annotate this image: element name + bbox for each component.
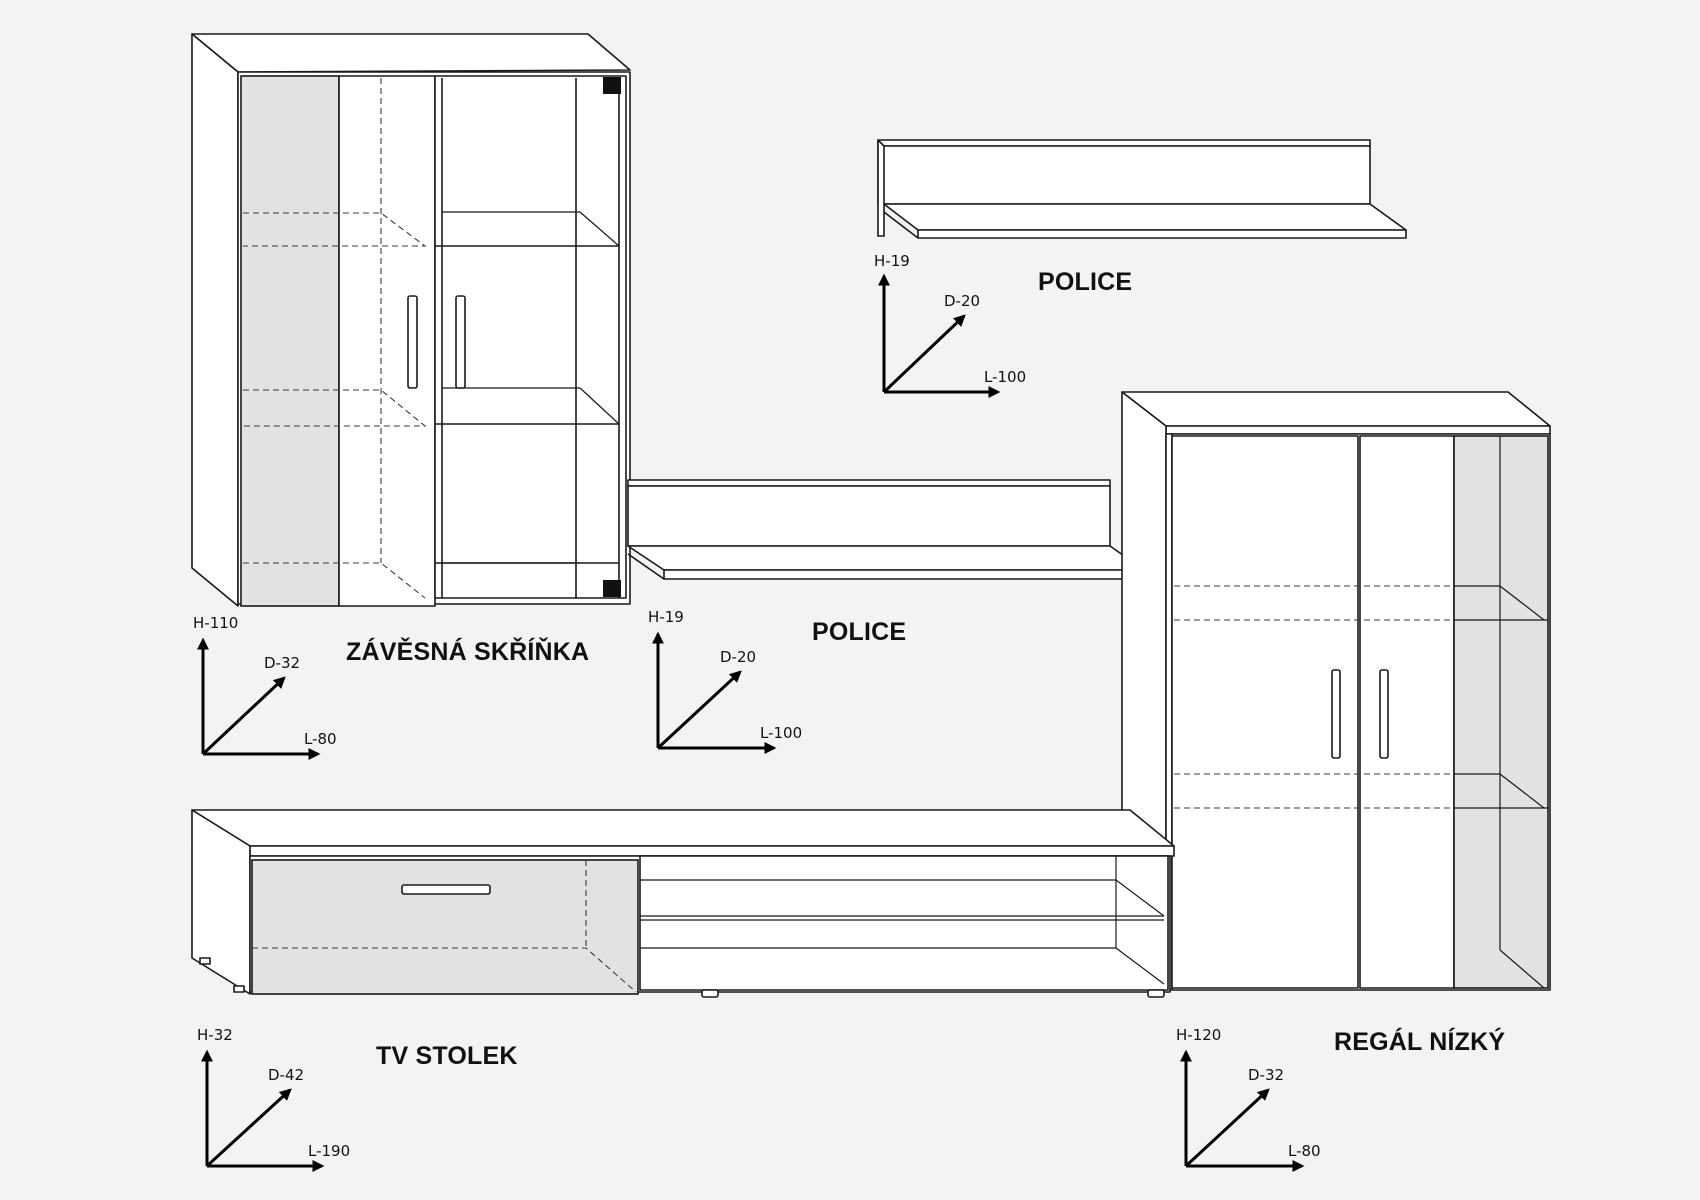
door-left <box>338 75 436 607</box>
foot <box>701 989 719 998</box>
dimension-axes-upper-shelf: H-19 D-20 L-100 <box>874 252 1026 398</box>
dim-height-label: H-19 <box>874 252 910 270</box>
title-middle-shelf: POLICE <box>812 618 906 646</box>
dimension-axes-tv-stand: H-32 D-42 L-190 <box>197 1026 350 1172</box>
dim-length-label: L-80 <box>304 730 337 748</box>
drawer-handle <box>401 884 491 895</box>
upper-shelf-drawing <box>877 139 1407 239</box>
dim-height-label: H-120 <box>1176 1026 1221 1044</box>
dim-length-label: L-190 <box>308 1142 350 1160</box>
dim-depth-label: D-32 <box>264 654 300 672</box>
hinge-bottom <box>603 580 621 597</box>
dim-depth-label: D-32 <box>1248 1066 1284 1084</box>
foot <box>1147 989 1165 998</box>
handle-right <box>455 295 466 389</box>
drawer-front <box>251 859 639 995</box>
door-right <box>1359 435 1455 989</box>
glass-panel-left <box>240 75 340 607</box>
wall-cabinet-drawing <box>191 33 631 607</box>
handle-left <box>1331 669 1341 759</box>
tv-stand-drawing <box>191 809 1175 998</box>
dim-depth-label: D-20 <box>944 292 980 310</box>
handle-right <box>1379 669 1389 759</box>
title-wall-cabinet: ZÁVĚSNÁ SKŘÍŇKA <box>346 636 589 666</box>
title-upper-shelf: POLICE <box>1038 268 1132 296</box>
dim-height-label: H-32 <box>197 1026 233 1044</box>
door-right <box>434 75 627 599</box>
handle-left <box>407 295 418 389</box>
title-low-cabinet: REGÁL NÍZKÝ <box>1334 1026 1505 1056</box>
foot <box>199 957 211 965</box>
dim-length-label: L-80 <box>1288 1142 1321 1160</box>
title-tv-stand: TV STOLEK <box>376 1042 518 1070</box>
dimension-axes-wall-cabinet: H-110 D-32 L-80 <box>193 614 337 760</box>
door-left <box>1171 435 1359 989</box>
open-shelf-side <box>1453 435 1549 989</box>
foot <box>233 985 245 993</box>
middle-shelf-drawing <box>627 479 1145 580</box>
dim-depth-label: D-42 <box>268 1066 304 1084</box>
dim-length-label: L-100 <box>760 724 802 742</box>
dim-length-label: L-100 <box>984 368 1026 386</box>
hinge-top <box>603 77 621 94</box>
dim-depth-label: D-20 <box>720 648 756 666</box>
low-cabinet-drawing <box>1121 391 1551 991</box>
dim-height-label: H-19 <box>648 608 684 626</box>
dim-height-label: H-110 <box>193 614 238 632</box>
dimension-axes-middle-shelf: H-19 D-20 L-100 <box>648 608 802 754</box>
dimension-axes-low-cabinet: H-120 D-32 L-80 <box>1176 1026 1321 1172</box>
